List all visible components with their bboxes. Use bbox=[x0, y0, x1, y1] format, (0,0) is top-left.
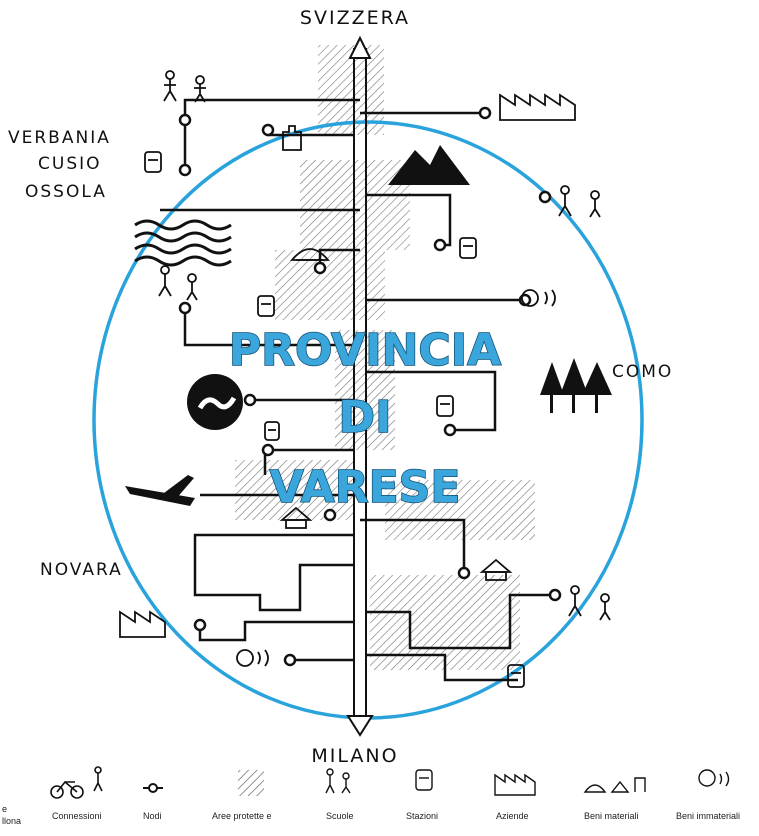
svg-text:llona: llona bbox=[2, 816, 21, 826]
node bbox=[478, 106, 492, 120]
river-icon bbox=[187, 374, 243, 430]
label-top: SVIZZERA bbox=[300, 7, 410, 29]
svg-text:Nodi: Nodi bbox=[143, 811, 162, 821]
node bbox=[178, 301, 192, 315]
house-icon bbox=[479, 558, 513, 581]
label-nw-2: CUSIO bbox=[38, 154, 102, 174]
people-icon bbox=[325, 768, 351, 794]
svg-text:Scuole: Scuole bbox=[326, 811, 354, 821]
legend-item-aziende: Aziende bbox=[494, 773, 536, 821]
title-line-2: DI bbox=[339, 392, 392, 443]
node bbox=[457, 566, 471, 580]
bike-walker-icon bbox=[50, 766, 103, 799]
monument-icon bbox=[290, 248, 330, 261]
node bbox=[323, 508, 337, 522]
label-west: NOVARA bbox=[40, 560, 123, 580]
legend-item-aree: Aree protette e bbox=[212, 770, 272, 821]
node bbox=[443, 423, 457, 437]
airplane-icon bbox=[125, 475, 195, 506]
house-icon bbox=[279, 506, 313, 529]
legend-item: e llona bbox=[2, 804, 21, 826]
mountain-icon bbox=[388, 145, 470, 185]
label-east: COMO bbox=[612, 362, 673, 382]
node bbox=[178, 113, 192, 127]
people-icon bbox=[158, 265, 198, 301]
hatched-area bbox=[318, 45, 384, 135]
monuments-icon bbox=[583, 777, 646, 793]
forest-icon bbox=[540, 358, 612, 413]
train-icon bbox=[436, 395, 454, 417]
hatched-area bbox=[385, 480, 535, 540]
node bbox=[548, 588, 562, 602]
node bbox=[243, 393, 257, 407]
legend-item-beni-materiali: Beni materiali bbox=[583, 777, 646, 821]
main-axis bbox=[346, 35, 374, 737]
node bbox=[313, 261, 327, 275]
train-icon bbox=[264, 421, 280, 441]
people-icon bbox=[568, 585, 611, 621]
legend-item-beni-immateriali: Beni immateriali bbox=[676, 769, 740, 821]
svg-text:Connessioni: Connessioni bbox=[52, 811, 102, 821]
node bbox=[433, 238, 447, 252]
legend-item-nodi: Nodi bbox=[143, 783, 163, 821]
voice-icon bbox=[521, 289, 556, 307]
factory-icon bbox=[499, 93, 576, 121]
legend-item-stazioni: Stazioni bbox=[406, 769, 438, 821]
title-line-3: VARESE bbox=[270, 462, 461, 513]
train-icon bbox=[144, 151, 162, 173]
svg-text:Aree protette e: Aree protette e bbox=[212, 811, 272, 821]
factory-icon bbox=[494, 773, 536, 796]
svg-text:Beni materiali: Beni materiali bbox=[584, 811, 639, 821]
label-nw-1: VERBANIA bbox=[8, 128, 111, 148]
node bbox=[261, 443, 275, 457]
hatched-area-icon bbox=[238, 770, 264, 796]
node-icon bbox=[143, 783, 163, 793]
node bbox=[193, 618, 207, 632]
node bbox=[261, 123, 275, 137]
train-icon bbox=[459, 237, 477, 259]
train-icon bbox=[257, 295, 275, 317]
label-bottom: MILANO bbox=[311, 745, 398, 767]
node bbox=[538, 190, 552, 204]
people-icon bbox=[163, 70, 206, 103]
svg-text:Aziende: Aziende bbox=[496, 811, 529, 821]
title-line-1: PROVINCIA bbox=[229, 325, 501, 376]
label-nw-3: OSSOLA bbox=[25, 182, 107, 202]
voice-icon bbox=[236, 649, 269, 667]
legend-item-connessioni: Connessioni bbox=[50, 766, 103, 821]
people-icon bbox=[558, 185, 601, 218]
factory-icon bbox=[119, 610, 166, 638]
monument-icon bbox=[282, 125, 302, 151]
train-icon bbox=[507, 664, 525, 688]
node bbox=[178, 163, 192, 177]
legend-item-scuole: Scuole bbox=[325, 768, 354, 821]
voice-icon bbox=[698, 769, 730, 787]
svg-text:Beni immateriali: Beni immateriali bbox=[676, 811, 740, 821]
lake-waves-icon bbox=[134, 219, 232, 267]
train-icon bbox=[415, 769, 433, 791]
legend: e llona Connessioni Nodi Aree protette e bbox=[2, 766, 740, 826]
svg-text:e: e bbox=[2, 804, 7, 814]
svg-text:Stazioni: Stazioni bbox=[406, 811, 438, 821]
node bbox=[283, 653, 297, 667]
